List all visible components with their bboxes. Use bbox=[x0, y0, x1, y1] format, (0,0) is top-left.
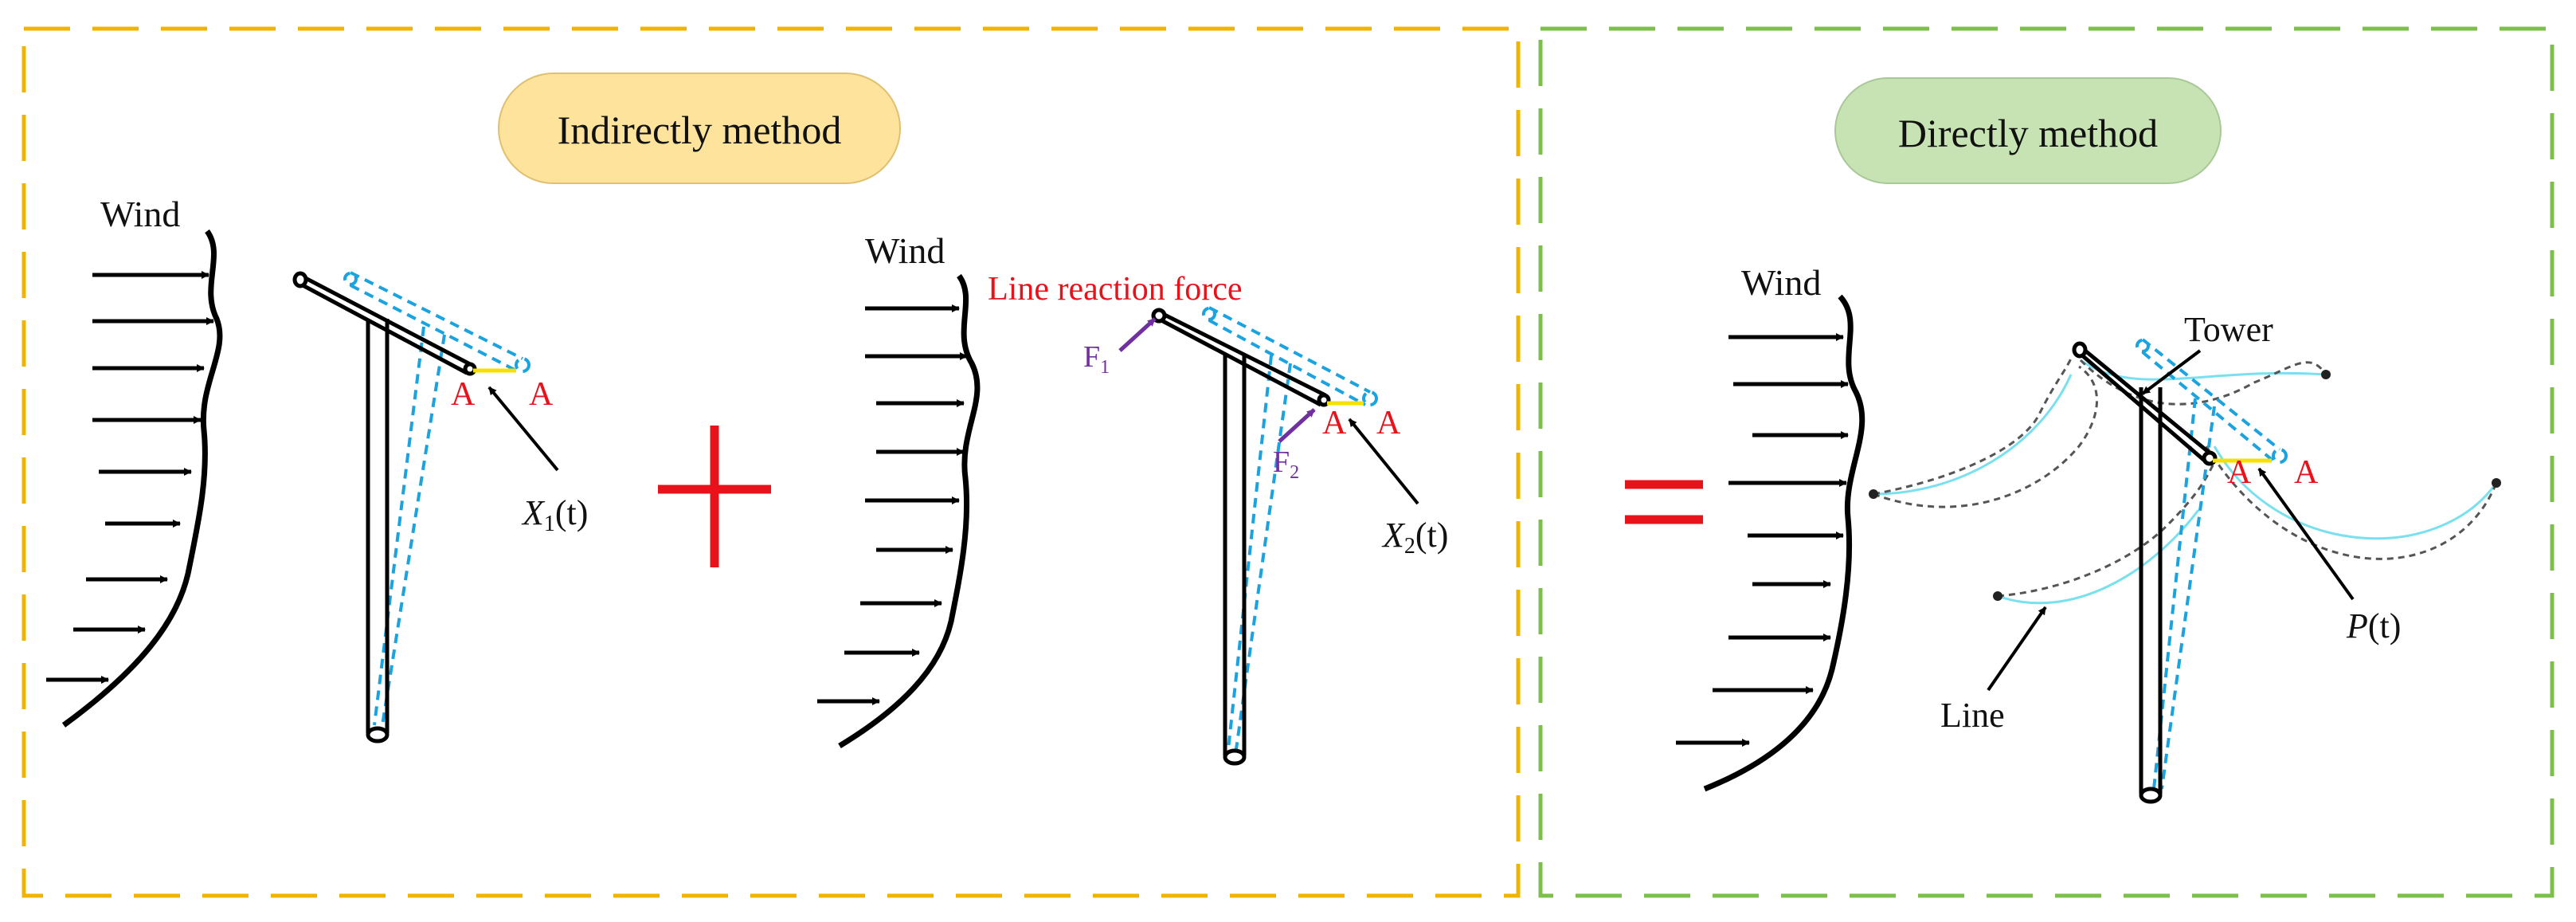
wind-arrows-2 bbox=[817, 304, 968, 705]
direct-panel-border bbox=[1538, 26, 2554, 898]
point-a-1a: A bbox=[451, 376, 476, 413]
conductor-lines bbox=[1873, 358, 2498, 605]
wind-profile-2 bbox=[838, 273, 981, 748]
line-left-dyn-1 bbox=[1873, 358, 2073, 496]
line-right-static bbox=[2213, 445, 2498, 540]
point-a-3b: A bbox=[2294, 454, 2319, 491]
force-f1-arrow bbox=[1118, 317, 1157, 352]
force-f1-label: F1 bbox=[1083, 340, 1110, 378]
indirect-title-pill bbox=[498, 73, 901, 184]
line-pointer-arrow bbox=[1987, 606, 2047, 692]
wind-arrows-3 bbox=[1676, 333, 1849, 747]
direct-title: Directly method bbox=[1898, 111, 2158, 155]
force-f2-label: F2 bbox=[1273, 445, 1299, 483]
tower-1 bbox=[292, 271, 477, 743]
point-a-2b: A bbox=[1376, 405, 1401, 441]
force-f2-arrow bbox=[1278, 408, 1316, 443]
line-label: Line bbox=[1940, 696, 2005, 735]
line-right-dyn bbox=[2205, 445, 2498, 560]
scene-wind-line-reaction: Wind Line reaction force bbox=[817, 230, 1448, 766]
line-ends bbox=[1869, 370, 2501, 601]
line-left-static bbox=[1873, 374, 2073, 496]
point-a-3a: A bbox=[2227, 454, 2252, 491]
wind-profile-1 bbox=[61, 229, 223, 728]
tower-2 bbox=[1151, 308, 1331, 766]
point-a-2a: A bbox=[1322, 405, 1347, 441]
plus-operator bbox=[658, 426, 771, 567]
line-left-dyn-2 bbox=[1873, 365, 2098, 508]
tower-3 bbox=[2072, 341, 2218, 804]
wind-label-1: Wind bbox=[100, 194, 180, 234]
p-pointer-arrow bbox=[2257, 467, 2355, 601]
deformed-tower-2 bbox=[1202, 306, 1378, 750]
scene-wind-only: Wind bbox=[46, 194, 588, 743]
line-reaction-force-label: Line reaction force bbox=[988, 271, 1242, 308]
indirect-title: Indirectly method bbox=[558, 108, 842, 152]
x1-label: X1(t) bbox=[521, 493, 588, 536]
point-a-1b: A bbox=[529, 376, 554, 413]
tower-label: Tower bbox=[2184, 310, 2273, 349]
wind-arrows-1 bbox=[46, 271, 214, 684]
scene-coupled: Wind bbox=[1676, 262, 2501, 804]
p-label: P(t) bbox=[2346, 606, 2401, 645]
line-bottom-static bbox=[1997, 509, 2200, 605]
direct-title-pill bbox=[1834, 77, 2222, 184]
wind-profile-3 bbox=[1703, 294, 1865, 792]
equals-operator bbox=[1625, 480, 1703, 524]
tower-pointer-arrow bbox=[2141, 349, 2202, 395]
x2-label: X2(t) bbox=[1381, 516, 1448, 559]
x1-pointer-arrow bbox=[487, 386, 559, 472]
x2-pointer-arrow bbox=[1348, 418, 1419, 505]
wind-label-3: Wind bbox=[1741, 262, 1821, 303]
indirect-panel-border bbox=[22, 26, 1521, 898]
wind-label-2: Wind bbox=[865, 230, 945, 271]
line-bottom-dyn bbox=[1997, 461, 2216, 598]
deformed-tower-1 bbox=[343, 271, 530, 726]
line-upper-dyn bbox=[2079, 359, 2327, 406]
